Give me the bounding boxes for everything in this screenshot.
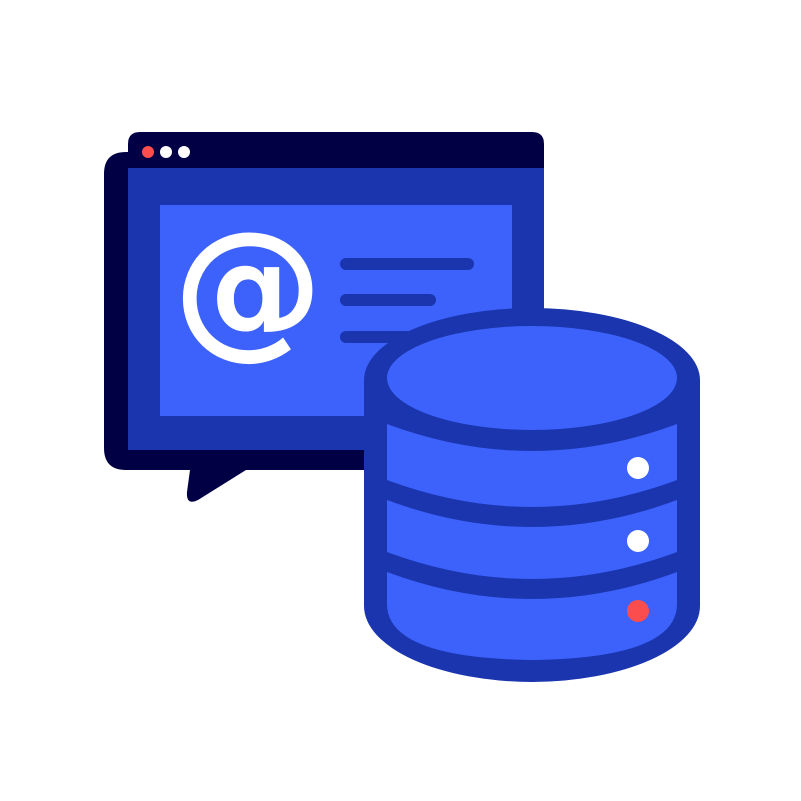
window-dot-close xyxy=(142,146,154,158)
database-led-1 xyxy=(627,457,649,479)
database-led-3 xyxy=(627,600,649,622)
database-disk-3 xyxy=(387,572,677,660)
at-sign: @ xyxy=(173,200,323,374)
window-titlebar xyxy=(128,132,544,168)
database-top xyxy=(387,326,677,430)
database-disk-1 xyxy=(387,424,677,507)
window-dot-minimize xyxy=(160,146,172,158)
database-disk-2 xyxy=(387,500,677,579)
database-led-2 xyxy=(627,530,649,552)
database-icon xyxy=(364,308,700,682)
window-dot-maximize xyxy=(178,146,190,158)
